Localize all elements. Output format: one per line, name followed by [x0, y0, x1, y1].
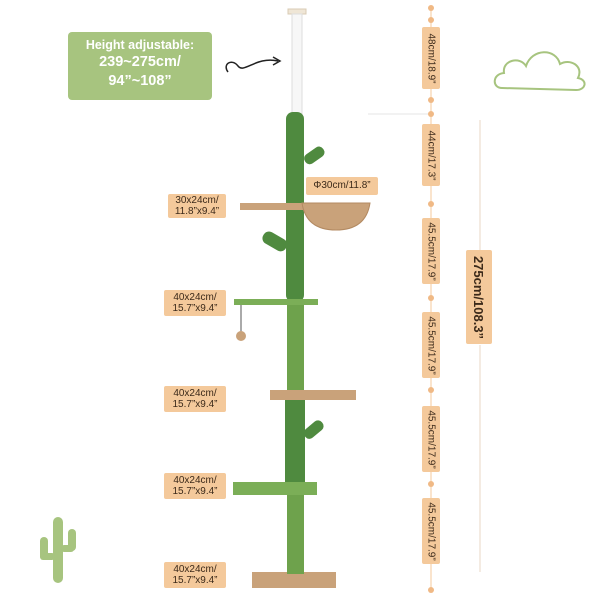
cactus-arm-lower: [303, 420, 324, 439]
platform-2-dimension: 40x24cm/15.7”x9.4”: [164, 290, 226, 316]
cactus-icon: [40, 517, 76, 583]
sisal-post-1: [287, 302, 304, 394]
ruler-tick-dot: [428, 295, 434, 301]
segment-5-height: 45.5cm/17.9”: [422, 406, 440, 472]
cactus-arm-upper: [304, 146, 325, 165]
cactus-arm-left: [262, 231, 288, 252]
height-adjustable-badge: Height adjustable: 239~275cm/ 94”~108”: [68, 32, 212, 100]
ruler-tick-dot: [428, 481, 434, 487]
segment-2-height: 44cm/17.3”: [422, 124, 440, 186]
ruler-tick-dot: [428, 97, 434, 103]
ruler-tick-dot: [428, 387, 434, 393]
total-height-label: 275cm/108.3”: [466, 250, 492, 344]
sisal-post-2: [287, 488, 304, 574]
ceiling-cap: [287, 8, 307, 15]
cloud-icon: [493, 51, 586, 92]
base-board: [252, 572, 336, 588]
height-badge-imperial: 94”~108”: [108, 73, 172, 89]
hammock-bowl: [301, 202, 371, 231]
platform-3-dimension: 40x24cm/15.7”x9.4”: [164, 386, 226, 412]
segment-6-height: 45.5cm/17.9”: [422, 498, 440, 564]
ruler-tick-dot: [428, 17, 434, 23]
platform-1-dimension: 30x24cm/11.8”x9.4”: [168, 194, 226, 218]
ruler-tick-dot: [428, 201, 434, 207]
ruler-tick-dot: [428, 111, 434, 117]
hammock-diameter-label: Φ30cm/11.8”: [306, 177, 378, 195]
height-badge-title: Height adjustable:: [85, 38, 195, 52]
segment-4-height: 45.5cm/17.9”: [422, 312, 440, 378]
ruler-tick-dot: [428, 5, 434, 11]
platform-1: [240, 203, 310, 210]
segment-1-height: 48cm/18.9”: [422, 27, 440, 89]
platform-4-dimension: 40x24cm/15.7”x9.4”: [164, 473, 226, 499]
height-badge-metric: 239~275cm/: [99, 54, 181, 70]
curved-arrow-icon: [225, 56, 282, 73]
platform-4: [233, 482, 317, 495]
platform-2: [234, 299, 318, 305]
tension-pole: [291, 13, 303, 115]
hanging-ball-toy: [236, 331, 246, 341]
platform-5-dimension: 40x24cm/15.7”x9.4”: [164, 562, 226, 588]
segment-3-height: 45.5cm/17.9”: [422, 218, 440, 284]
ruler-tick-dot: [428, 587, 434, 593]
platform-3: [270, 390, 356, 400]
cactus-trunk-middle: [285, 394, 305, 488]
